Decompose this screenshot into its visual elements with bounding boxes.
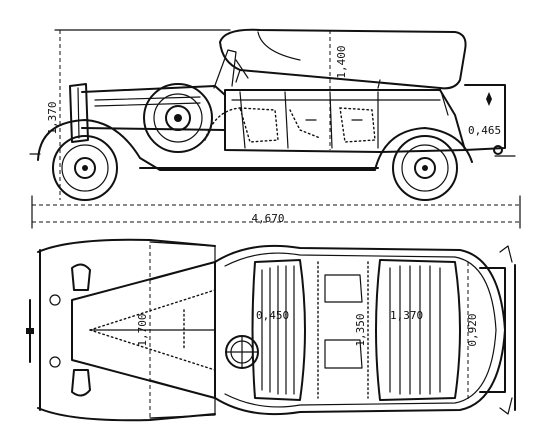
dim-seat-gap: 1,350 xyxy=(354,313,367,346)
rear-trunk-top xyxy=(479,267,506,393)
windshield xyxy=(213,49,237,89)
front-right-fender-top xyxy=(37,407,216,422)
rear-seat-outline xyxy=(339,107,376,143)
jump-seat-lower xyxy=(324,339,363,369)
front-fender xyxy=(37,119,473,171)
front-wheel xyxy=(52,135,118,201)
running-board-top xyxy=(149,379,216,419)
front-left-fender-top xyxy=(37,238,216,253)
dim-side-height: 1,370 xyxy=(46,101,59,134)
rear-seat-top xyxy=(375,259,461,401)
trunk xyxy=(464,84,506,151)
front-seat-top xyxy=(251,259,306,401)
left-headlamp xyxy=(71,263,91,291)
dim-front-seat: 0,450 xyxy=(256,309,289,322)
dim-total-length: 4,670 xyxy=(251,212,284,225)
top-view xyxy=(26,238,516,422)
rear-wheel xyxy=(392,135,458,201)
body-side xyxy=(224,89,466,153)
spare-wheel xyxy=(143,83,213,153)
dim-roof-height: 1,400 xyxy=(335,45,348,78)
radiator xyxy=(69,83,89,143)
dim-track-width: 1,700 xyxy=(136,313,149,346)
jump-seat-upper xyxy=(324,274,363,303)
right-headlamp xyxy=(71,369,91,397)
front-seat-outline xyxy=(239,107,279,143)
dim-rear-overhang: 0,465 xyxy=(468,124,501,137)
dim-rear-seat: 1,370 xyxy=(390,309,423,322)
rear-door xyxy=(329,91,333,149)
side-view xyxy=(29,28,521,229)
dim-rear-width: 0,920 xyxy=(466,313,479,346)
canopy xyxy=(219,28,467,90)
front-door xyxy=(239,91,246,149)
